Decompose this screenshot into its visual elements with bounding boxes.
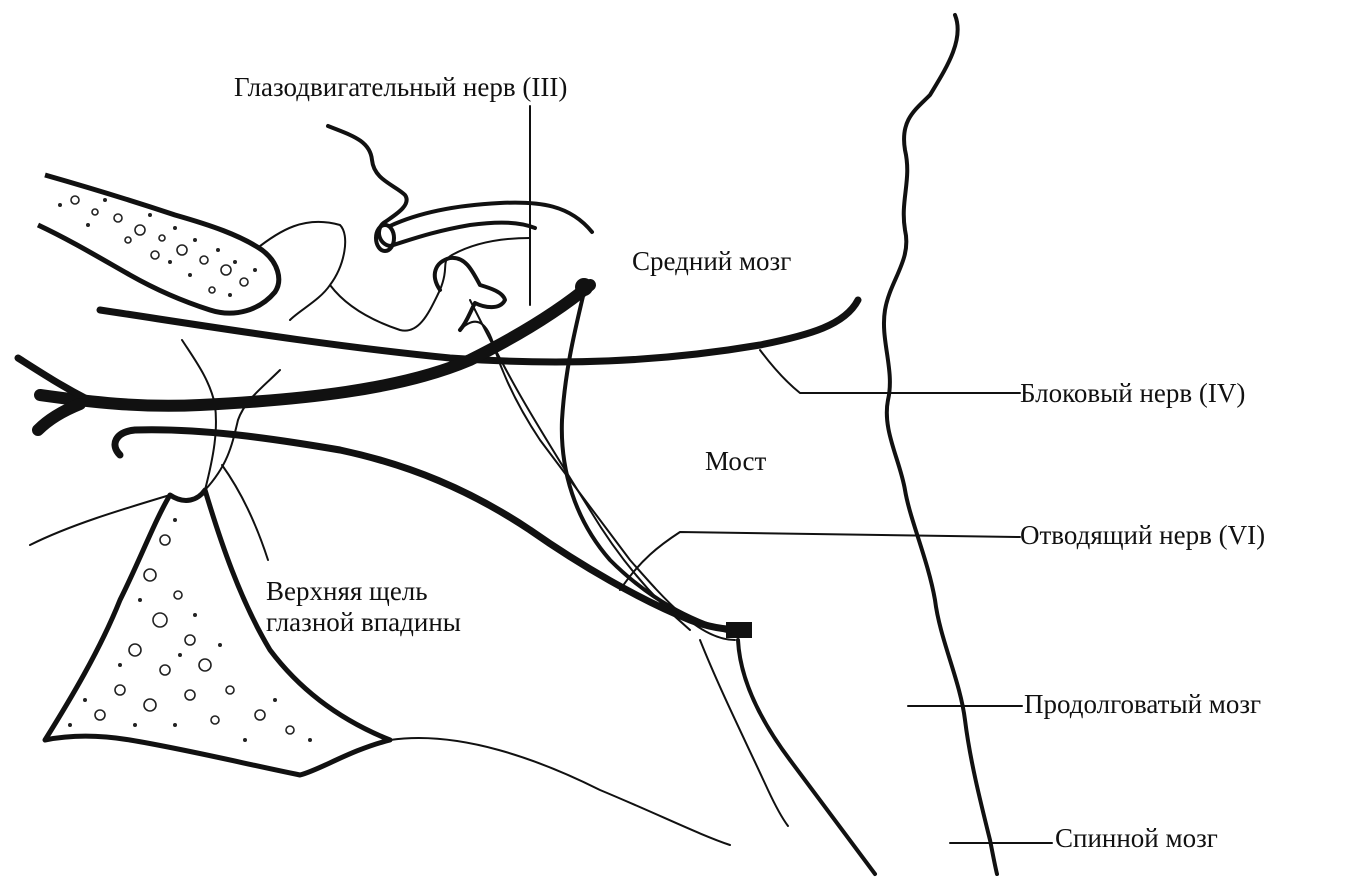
- label-pons: Мост: [705, 446, 766, 477]
- label-midbrain: Средний мозг: [632, 246, 791, 277]
- label-spinal-cord: Спинной мозг: [1055, 823, 1218, 854]
- oculomotor-tube: [390, 203, 592, 246]
- label-trochlear-nerve: Блоковый нерв (IV): [1020, 378, 1245, 409]
- lower-right-line: [738, 640, 875, 874]
- oculomotor-branch-down: [38, 404, 80, 430]
- label-medulla-oblongata: Продолговатый мозг: [1024, 689, 1261, 720]
- leader-abducens: [620, 532, 1020, 590]
- label-abducens-nerve: Отводящий нерв (VI): [1020, 520, 1265, 551]
- upper-tissue-outline: [328, 126, 407, 246]
- lower-tissue-line: [390, 738, 730, 845]
- fissure-line-upper-left: [182, 340, 216, 490]
- label-oculomotor-nerve: Глазодвигательный нерв (III): [234, 72, 567, 103]
- brainstem-outline: [884, 15, 997, 874]
- fissure-pointer: [222, 465, 268, 560]
- midbrain-fold-3: [460, 322, 735, 640]
- label-superior-orbital-fissure: Верхняя щель глазной впадины: [266, 576, 461, 638]
